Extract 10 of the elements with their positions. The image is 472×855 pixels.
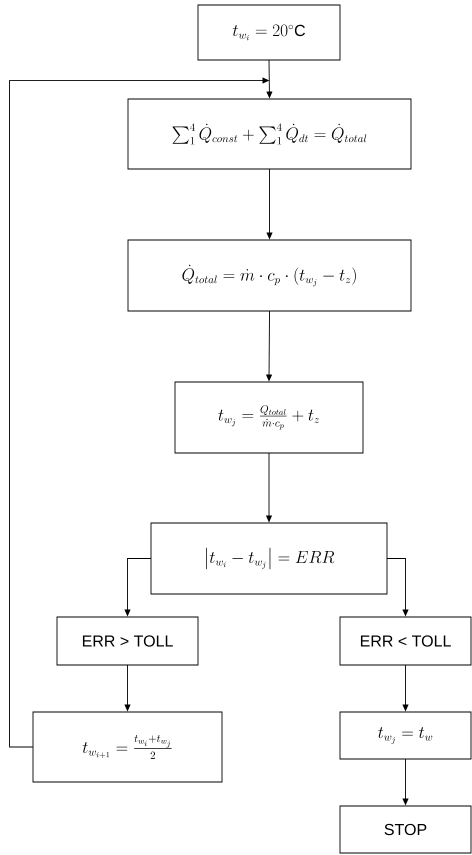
formula-box: $\dot{Q}_{total} = \dot{m} \cdot c_p \cdot (t_{w_j} - t_z)$ (128, 240, 412, 312)
formula-box: $\sum_1^4 \dot{Q}_{const} + \sum_1^4 \dot{Q}_{dt} = \dot{Q}_{total}$ (128, 98, 412, 170)
formula-box: $t_{w_i} = 20^{\circ}\mathrm{C}$ (198, 4, 340, 60)
process-box: ERR > TOLL (56, 616, 198, 666)
formula-box: $t_{w_{i+1}} = \frac{t_{w_i} + t_{w_j}}{2}$ (32, 712, 222, 782)
process-box: STOP (340, 806, 472, 854)
formula-box: $t_{w_j} = \frac{Q_{total}}{\dot{m} \cdot c_p} + t_z$ (174, 382, 364, 454)
formula-box: $t_{w_j} = t_w$ (340, 712, 472, 760)
process-box: ERR < TOLL (340, 616, 472, 666)
formula-box: $\left| t_{w_i} - t_{w_j} \right| = ERR$ (150, 522, 388, 594)
